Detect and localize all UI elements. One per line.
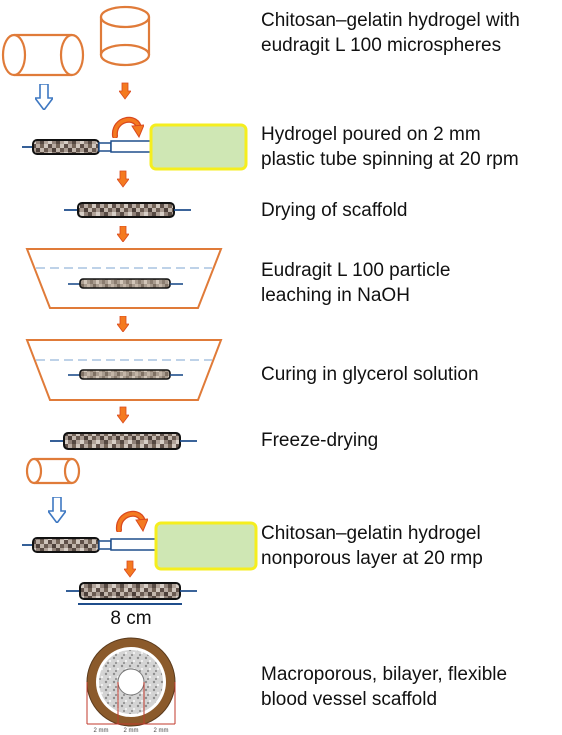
second-spinning-tube-assembly — [22, 537, 157, 553]
hollow-blue-down-arrow-icon — [48, 497, 66, 523]
dimension-label-left: 2 mm — [94, 728, 109, 734]
step-3-description: Drying of scaffold — [261, 198, 561, 223]
step-2-description: Hydrogel poured on 2 mm plastic tube spi… — [261, 122, 561, 172]
spinning-tube-assembly — [22, 139, 152, 155]
dimension-label-center: 2 mm — [124, 728, 139, 734]
dimension-guides — [86, 682, 176, 725]
step-4-line-2: leaching in NaOH — [261, 285, 410, 306]
step-5-line-1: Curing in glycerol solution — [261, 364, 479, 385]
small-horizontal-beaker-icon — [25, 457, 81, 485]
step-4-description: Eudragit L 100 particle leaching in NaOH — [261, 258, 561, 308]
curing-scaffold-tube — [68, 369, 183, 380]
step-1-description: Chitosan–gelatin hydrogel with eudragit … — [261, 8, 561, 58]
step-6-line-1: Freeze-drying — [261, 430, 379, 451]
vertical-beaker-icon — [99, 5, 151, 67]
step-7-line-2: nonporous layer at 20 rmp — [261, 548, 483, 569]
horizontal-beaker-icon — [1, 33, 85, 77]
step-1-line-1: Chitosan–gelatin hydrogel with — [261, 10, 520, 31]
nonporous-hydrogel-block — [154, 521, 258, 571]
curved-rotation-arrow-icon — [119, 514, 148, 531]
orange-down-arrow-icon — [117, 226, 129, 242]
step-4-line-1: Eudragit L 100 particle — [261, 260, 451, 281]
step-7-description: Chitosan–gelatin hydrogel nonporous laye… — [261, 521, 561, 571]
freeze-dried-scaffold-tube — [50, 432, 197, 450]
step-8-line-2: blood vessel scaffold — [261, 689, 438, 710]
hollow-blue-down-arrow-icon — [35, 84, 53, 110]
step-7-line-1: Chitosan–gelatin hydrogel — [261, 523, 481, 544]
orange-down-arrow-icon — [124, 560, 136, 578]
leaching-scaffold-tube — [68, 278, 183, 289]
orange-down-arrow-icon — [119, 82, 131, 100]
step-2-line-2: plastic tube spinning at 20 rpm — [261, 149, 519, 170]
step-6-description: Freeze-drying — [261, 428, 561, 453]
hydrogel-block — [149, 123, 248, 171]
orange-down-arrow-icon — [117, 170, 129, 188]
dried-scaffold-tube — [64, 202, 191, 218]
curved-rotation-arrow-icon — [115, 120, 144, 137]
orange-down-arrow-icon — [117, 316, 129, 332]
scale-bar-label: 8 cm — [110, 608, 151, 629]
step-3-line-1: Drying of scaffold — [261, 200, 408, 221]
step-1-line-2: eudragit L 100 microspheres — [261, 35, 502, 56]
orange-down-arrow-icon — [117, 406, 129, 424]
dimension-label-right: 2 mm — [154, 728, 169, 734]
step-8-description: Macroporous, bilayer, flexible blood ves… — [261, 662, 561, 712]
step-2-line-1: Hydrogel poured on 2 mm — [261, 124, 481, 145]
vessel-cross-section — [86, 637, 176, 727]
step-5-description: Curing in glycerol solution — [261, 362, 561, 387]
bilayer-scaffold-tube — [66, 582, 197, 600]
step-8-line-1: Macroporous, bilayer, flexible — [261, 664, 508, 685]
